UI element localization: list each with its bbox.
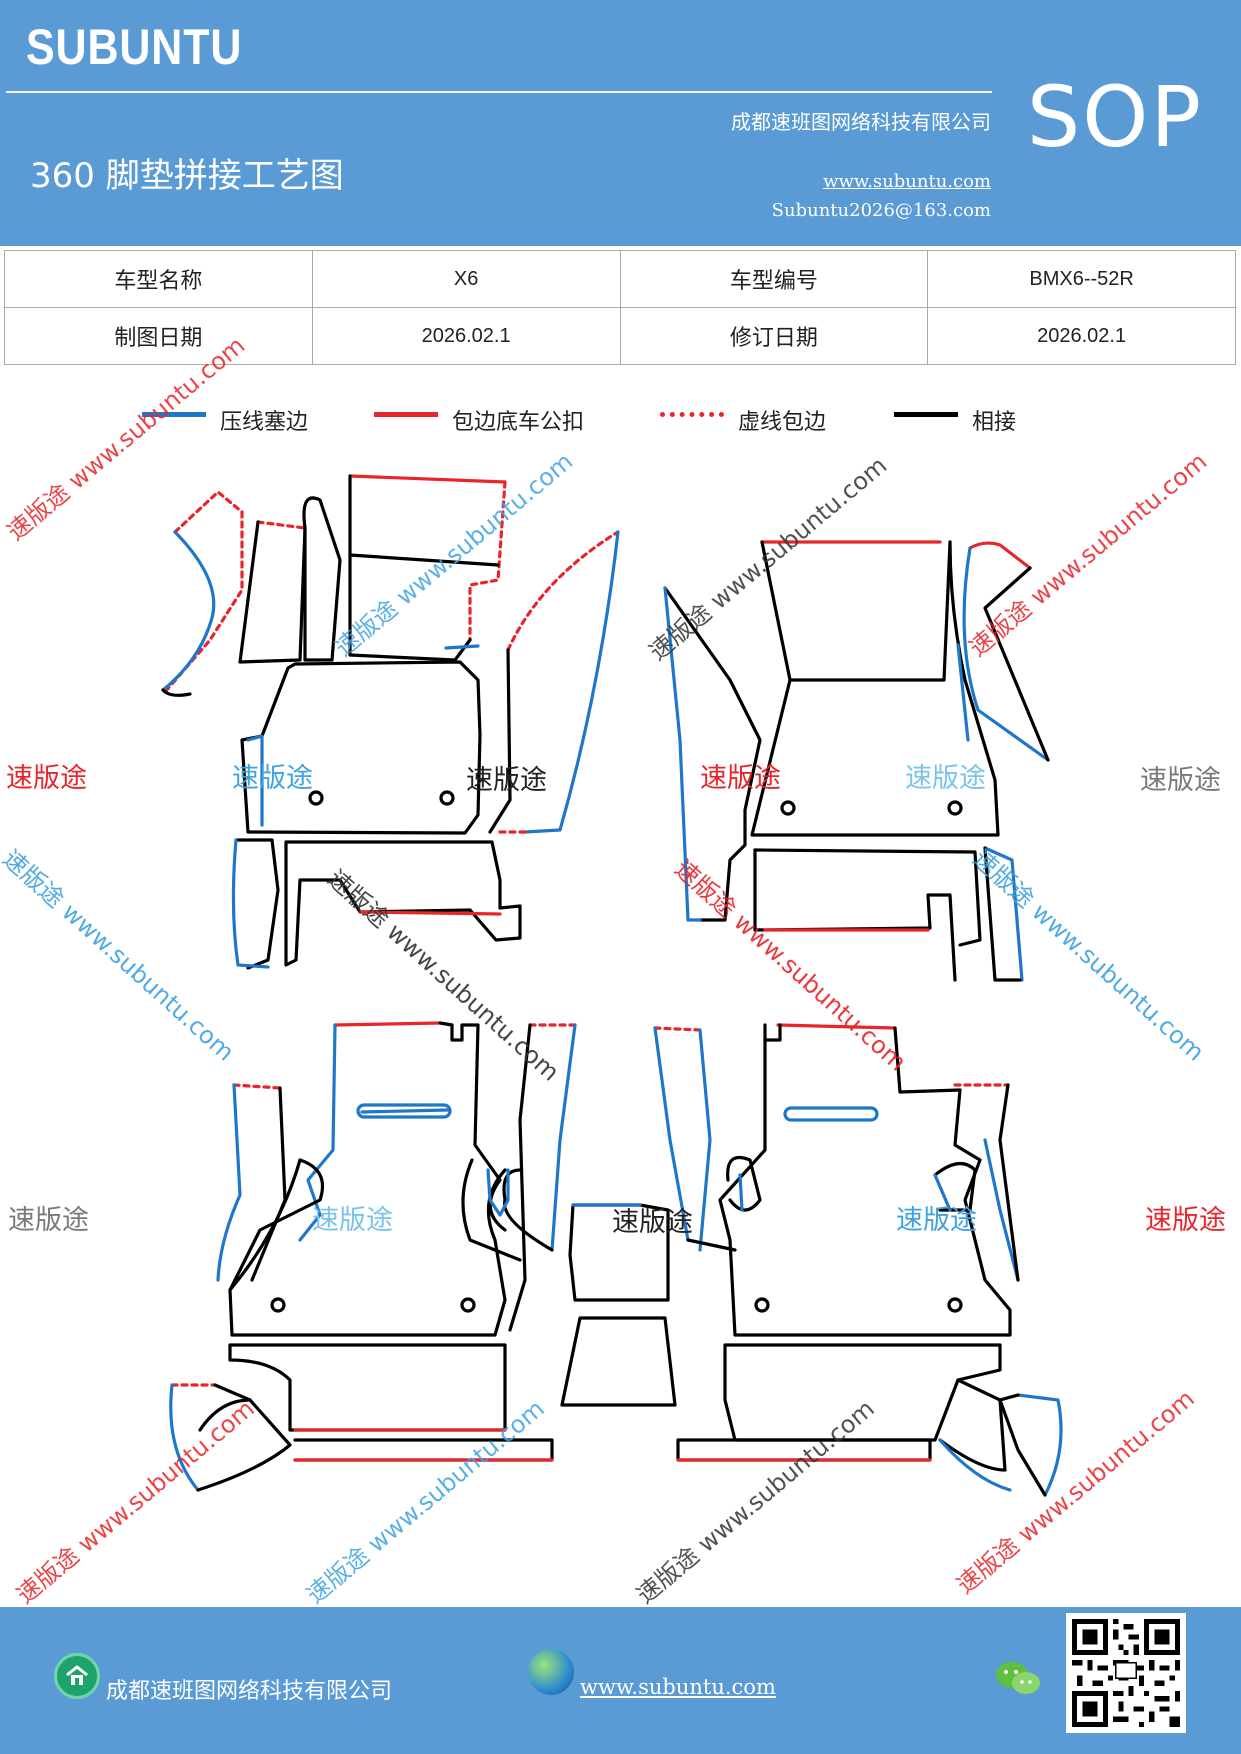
table-row: 车型名称 X6 车型编号 BMX6--52R [4,250,1236,308]
header-website-link[interactable]: www.subuntu.com [823,171,991,192]
legend-label: 相接 [972,410,1017,435]
watermark-brand: 速版途 [896,1205,977,1236]
watermark-brand: 速版途 [232,763,313,794]
globe-icon [528,1649,574,1695]
watermark-brand: 速版途 [1140,765,1221,796]
legend-swatch [374,411,438,417]
table-row: 制图日期 2026.02.1 修订日期 2026.02.1 [4,307,1236,365]
cell-model-code-value: BMX6--52R [927,250,1236,308]
mat-piece-outline [163,490,244,694]
cell-model-name-label: 车型名称 [4,250,313,308]
legend-item-joint: 相接 [894,400,1016,440]
cell-draw-date-value: 2026.02.1 [311,307,621,365]
cell-revise-date-label: 修订日期 [619,307,929,365]
qr-code [1066,1613,1186,1733]
footer-company-name: 成都速班图网络科技有限公司 [106,1679,393,1704]
watermark-brand: 速版途 [8,1205,89,1236]
legend-swatch [894,411,958,417]
legend-label: 虚线包边 [738,410,827,435]
header-banner: SUBUNTU 成都速班图网络科技有限公司 SOP 360 脚垫拼接工艺图 ww… [0,0,1241,246]
watermark-brand: 速版途 [466,765,547,796]
legend: 压线塞边 包边底车公扣 虚线包边 相接 [0,400,1241,440]
page-title: 360 脚垫拼接工艺图 [30,156,344,196]
watermark-brand: 速版途 [700,763,781,794]
doc-code: SOP [1026,68,1203,166]
legend-label: 包边底车公扣 [452,410,585,435]
brand-logo-text: SUBUNTU [26,19,243,75]
header-company-name: 成都速班图网络科技有限公司 [731,110,991,134]
legend-swatch [142,411,206,417]
home-icon [54,1653,100,1699]
watermark-brand: 速版途 [612,1207,693,1238]
legend-swatch [660,411,724,417]
floor-mat-diagram: 速版途 速版途 速版途 速版途 速版途 速版途 速版途 速版途 速版途 速版途 … [0,331,1241,1609]
watermark-brand: 速版途 [312,1205,393,1236]
header-email: Subuntu2026@163.com [771,200,991,221]
wechat-icon[interactable] [994,1659,1042,1699]
legend-label: 压线塞边 [220,410,309,435]
legend-item-red-edge: 包边底车公扣 [374,400,584,440]
watermark-brand: 速版途 [1145,1205,1226,1236]
mat-pieces-drawing [161,474,1063,1497]
watermark-brand: 速版途 [6,763,87,794]
legend-item-press-line: 压线塞边 [142,400,308,440]
legend-item-dotted-edge: 虚线包边 [660,400,826,440]
footer-banner: 成都速班图网络科技有限公司 www.subuntu.com [0,1607,1241,1754]
cell-revise-date-value: 2026.02.1 [927,307,1236,365]
vehicle-info-table: 车型名称 X6 车型编号 BMX6--52R 制图日期 2026.02.1 修订… [4,250,1236,365]
watermark-brand: 速版途 [905,763,986,794]
cell-draw-date-label: 制图日期 [4,307,313,365]
footer-website-link[interactable]: www.subuntu.com [580,1675,776,1699]
cell-model-name-value: X6 [311,250,621,308]
header-divider [6,91,992,93]
cell-model-code-label: 车型编号 [619,250,929,308]
